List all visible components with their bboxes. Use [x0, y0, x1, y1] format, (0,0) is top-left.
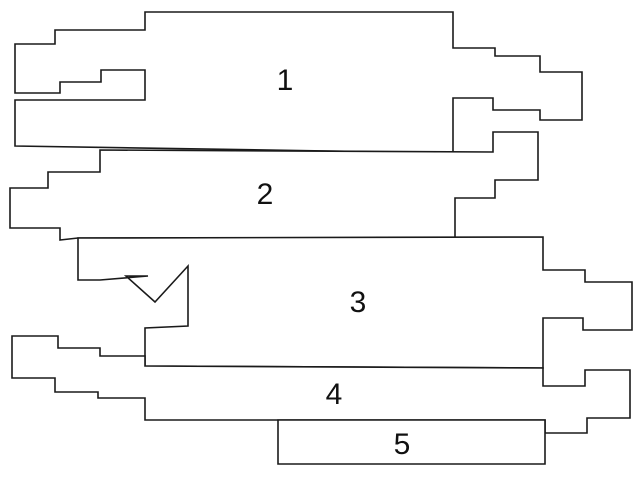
- region-4-label: 4: [326, 378, 343, 411]
- region-4-outline: [11, 335, 631, 434]
- region-3-label: 3: [350, 286, 367, 319]
- region-5-label: 5: [394, 428, 411, 461]
- region-2-label: 2: [257, 178, 274, 211]
- region-5-outline: [277, 419, 546, 465]
- region-1-label: 1: [277, 64, 294, 97]
